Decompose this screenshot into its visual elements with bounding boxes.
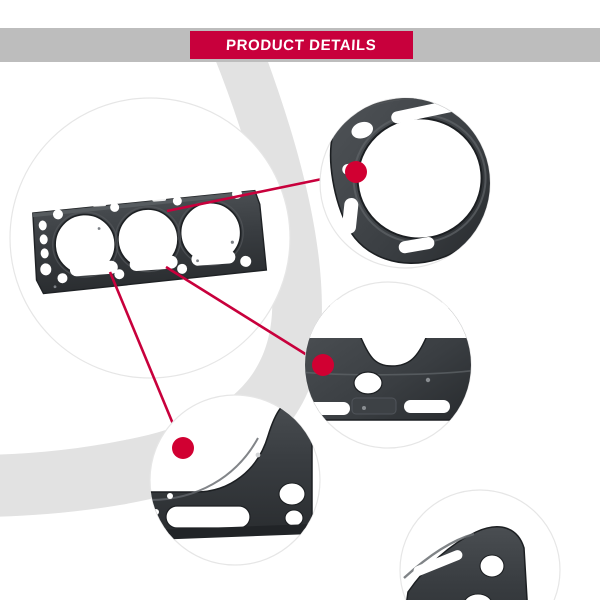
detail-callout-4-hotspot[interactable] bbox=[400, 505, 560, 600]
detail-callout-3-hotspot[interactable] bbox=[150, 399, 320, 561]
detail-callout-1-hotspot[interactable] bbox=[320, 100, 490, 266]
main-product-image-hotspot[interactable] bbox=[10, 105, 290, 371]
header-banner-box: PRODUCT DETAILS bbox=[190, 31, 413, 59]
detail-callout-2-hotspot[interactable] bbox=[305, 299, 471, 431]
page-title: PRODUCT DETAILS bbox=[225, 36, 378, 54]
